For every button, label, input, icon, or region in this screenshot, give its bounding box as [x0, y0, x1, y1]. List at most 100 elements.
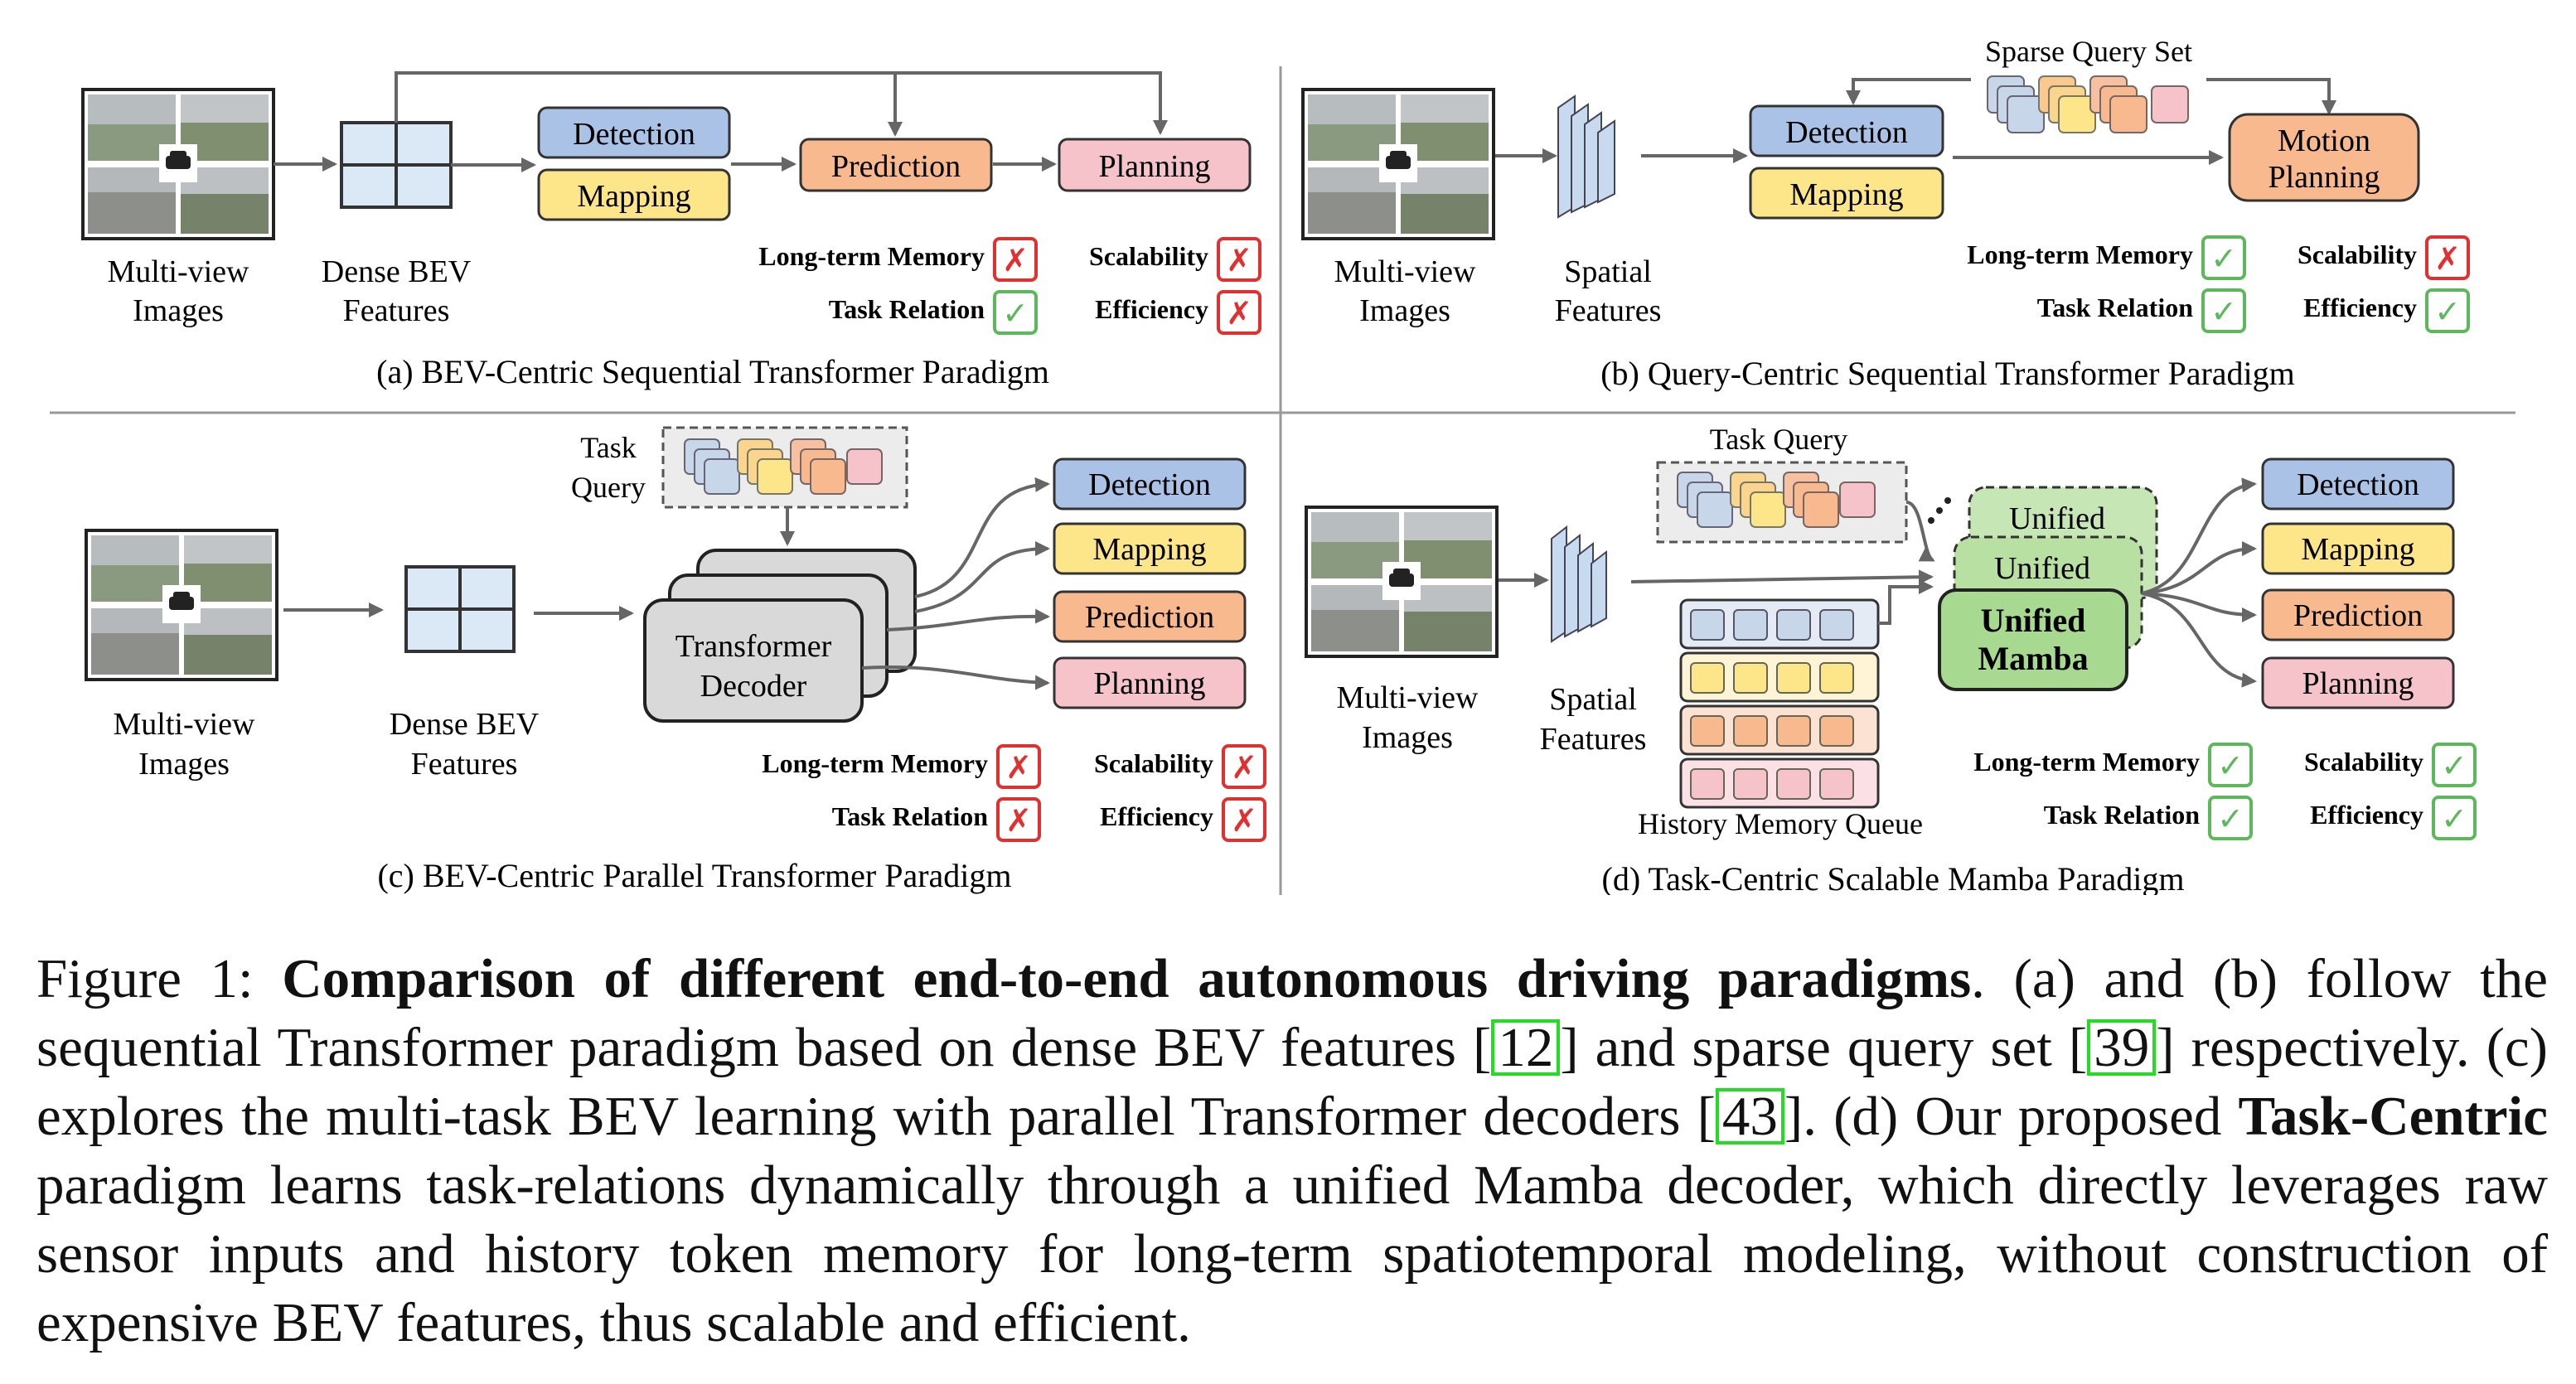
figure-caption: Figure 1: Comparison of different end-to… [36, 945, 2548, 1357]
criteria-b: Long-term Memory ✓ Scalability ✗ Task Re… [1967, 235, 2470, 333]
criterion-mark: ✗ [1226, 297, 1252, 331]
task-box-prediction [1053, 590, 1247, 643]
mamba-label-2: Mamba [1978, 640, 2088, 677]
panel-title-b: (b) Query-Centric Sequential Transformer… [1600, 355, 2295, 392]
criterion-mark: ✓ [2217, 802, 2244, 837]
criterion-mark: ✗ [1005, 804, 1032, 839]
task-box-mapping [537, 168, 731, 221]
task-box-detection [1749, 104, 1944, 157]
feature-label-2: Features [343, 293, 450, 328]
task-label-prediction: Prediction [1085, 600, 1214, 635]
task-label-mapping: Mapping [1789, 177, 1903, 212]
task-label-planning: Planning [1093, 666, 1205, 701]
task-label-mapping: Mapping [2301, 532, 2414, 567]
bev-feature-grid [340, 121, 453, 209]
caption-text-5: paradigm learns task-relations dynamical… [36, 1154, 2548, 1353]
task-box-detection [537, 106, 731, 159]
bev-feature-grid [404, 565, 516, 653]
panel-title-a: (a) BEV-Centric Sequential Transformer P… [376, 353, 1049, 390]
criterion-long-term-memory: Long-term Memory [758, 241, 985, 271]
criterion-mark: ✗ [1231, 804, 1257, 839]
query-set-label: Sparse Query Set [1985, 35, 2192, 68]
criterion-badge [2425, 235, 2470, 280]
citation-link-12[interactable]: 12 [1491, 1019, 1561, 1076]
feature-label-2: Features [1540, 722, 1647, 757]
task-label-detection: Detection [1785, 115, 1908, 150]
input-label-1: Multi-view [108, 254, 250, 289]
spatial-feature-stack [1557, 94, 1615, 219]
mamba-mid-label: Unified [1994, 551, 2090, 586]
task-label-planning: Planning [1098, 149, 1210, 184]
task-box-prediction [799, 138, 993, 192]
criterion-efficiency: Efficiency [2303, 293, 2417, 322]
criterion-mark: ✗ [1231, 751, 1257, 786]
panel-d: Multi-view Images Spatial Features Task … [1305, 423, 2477, 895]
criterion-mark: ✓ [2441, 749, 2467, 784]
criterion-badge [993, 290, 1038, 335]
criterion-mark: ✗ [2434, 242, 2461, 277]
feature-label-2: Features [1555, 293, 1662, 328]
task-label-mapping: Mapping [577, 179, 690, 214]
query-label-2: Query [571, 471, 646, 504]
task-label-prediction: Prediction [2293, 598, 2423, 633]
input-label-1: Multi-view [114, 707, 256, 742]
criterion-mark: ✓ [2210, 242, 2237, 277]
criterion-mark: ✗ [1226, 244, 1252, 278]
task-label-mapping: Mapping [1092, 532, 1206, 567]
input-label-1: Multi-view [1337, 680, 1479, 715]
task-box-mapping [1053, 522, 1247, 575]
citation-link-43[interactable]: 43 [1715, 1088, 1784, 1144]
multi-view-images-thumbnail [1305, 506, 1499, 658]
criterion-badge [2425, 288, 2470, 333]
caption-text-4: ]. (d) Our proposed [1784, 1086, 2239, 1147]
task-box-mapping [2261, 522, 2455, 575]
task-label-detection: Detection [2297, 467, 2419, 502]
criterion-scalability: Scalability [2304, 747, 2423, 777]
task-box-prediction [2261, 588, 2455, 641]
mamba-back-label: Unified [2009, 501, 2105, 536]
mamba-label-1: Unified [1981, 602, 2086, 639]
input-label-2: Images [138, 747, 230, 782]
task-label-detection: Detection [1088, 467, 1211, 502]
task-box-planning [1053, 656, 1247, 709]
criterion-mark: ✗ [1005, 751, 1032, 786]
task-box-mapping [1749, 167, 1944, 220]
feature-label-2: Features [411, 747, 518, 782]
criteria-a: Long-term Memory ✗ Scalability ✗ Task Re… [758, 237, 1261, 335]
task-box-planning [2261, 656, 2455, 709]
panel-title-c: (c) BEV-Centric Parallel Transformer Par… [377, 857, 1011, 894]
criterion-mark: ✓ [2441, 802, 2467, 837]
criterion-badge [2208, 796, 2253, 840]
criterion-badge [2201, 235, 2246, 280]
criterion-long-term-memory: Long-term Memory [762, 748, 988, 778]
criterion-badge [2432, 796, 2477, 840]
criterion-badge [996, 797, 1041, 842]
multi-view-images-thumbnail [81, 88, 275, 240]
criterion-task-relation: Task Relation [832, 801, 988, 831]
input-label-2: Images [1362, 720, 1453, 755]
criterion-efficiency: Efficiency [1100, 801, 1213, 831]
criterion-efficiency: Efficiency [2310, 800, 2423, 830]
paradigm-diagram: Multi-view Images Dense BEV Features Det… [50, 35, 2515, 895]
criterion-mark: ✓ [2217, 749, 2244, 784]
motion-label-1: Motion [2278, 123, 2370, 158]
criterion-mark: ✓ [2210, 295, 2237, 330]
citation-link-39[interactable]: 39 [2087, 1019, 2157, 1076]
task-box-planning [1058, 138, 1252, 192]
sparse-query-tokens [1987, 75, 2189, 133]
motion-label-2: Planning [2268, 160, 2380, 195]
decoder-label-2: Decoder [700, 669, 807, 704]
criterion-scalability: Scalability [2298, 240, 2417, 269]
caption-fig-label: Figure 1: [36, 948, 283, 1009]
task-label-detection: Detection [573, 117, 695, 152]
query-label-1: Task [580, 431, 636, 464]
criterion-long-term-memory: Long-term Memory [1967, 240, 2193, 269]
caption-bold-title: Comparison of different end-to-end auton… [282, 948, 1972, 1009]
multi-view-images-thumbnail [1301, 88, 1495, 240]
criterion-badge [1217, 237, 1261, 282]
criterion-badge [1222, 797, 1266, 842]
input-label-1: Multi-view [1334, 254, 1477, 289]
spatial-feature-stack [1551, 525, 1607, 643]
criterion-mark: ✓ [1002, 297, 1029, 331]
criterion-badge [1217, 290, 1261, 335]
